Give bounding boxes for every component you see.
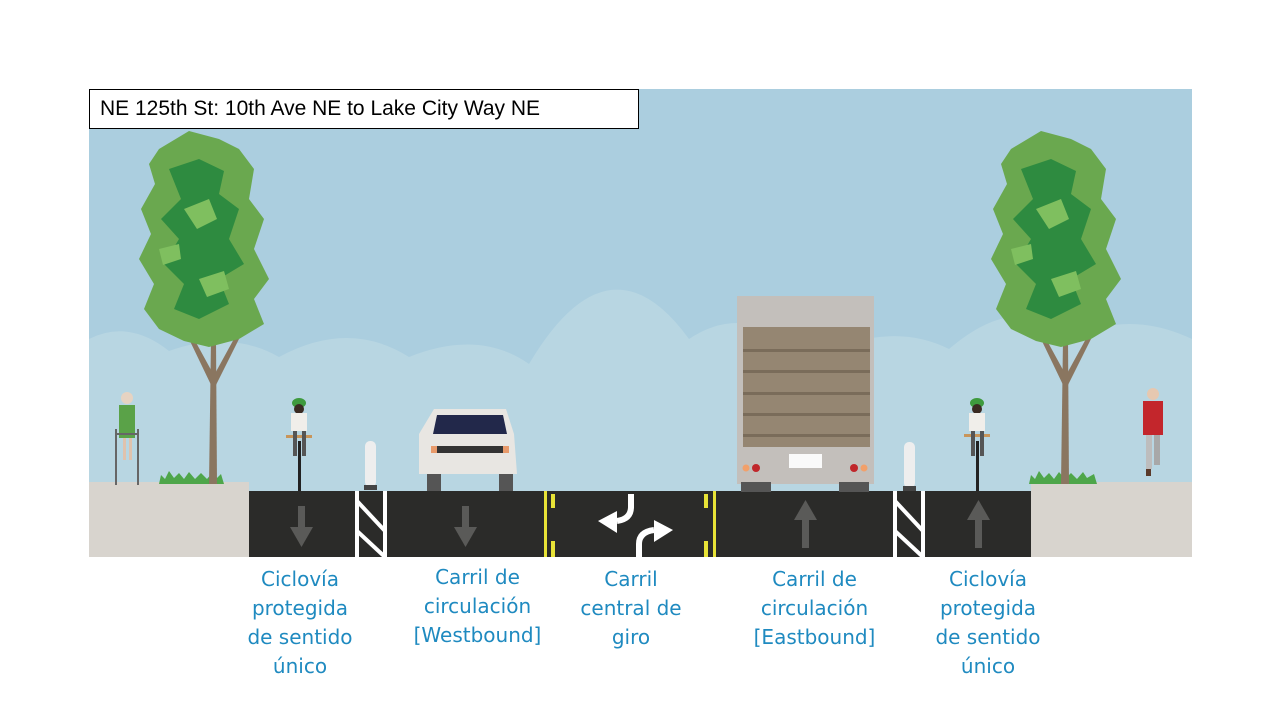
car-icon xyxy=(419,409,517,491)
page-title: NE 125th St: 10th Ave NE to Lake City Wa… xyxy=(100,97,541,120)
label-center-turn: Carril central de giro xyxy=(580,567,682,649)
pedestrian-walking-icon xyxy=(1143,388,1163,476)
left-sidewalk xyxy=(89,482,249,557)
label-bike-westbound: Ciclovía protegida de sentido único xyxy=(247,567,353,678)
street-cross-section xyxy=(89,89,1192,557)
label-travel-westbound: Carril de circulación [Westbound] xyxy=(413,565,542,647)
cyclist-icon xyxy=(286,398,312,491)
turn-arrowheads xyxy=(598,511,673,542)
arrow-up-icon xyxy=(794,500,817,548)
buffer-right-hatch xyxy=(893,491,925,557)
label-travel-eastbound: Carril de circulación [Eastbound] xyxy=(753,567,876,649)
flexpost-bollard-icon xyxy=(903,442,916,491)
clouds xyxy=(89,289,1192,557)
center-lane-lines xyxy=(544,491,716,557)
arrow-up-icon xyxy=(967,500,990,548)
two-way-turn-arrows-icon xyxy=(616,494,655,557)
box-truck-icon xyxy=(737,296,874,492)
buffer-left-hatch xyxy=(355,491,387,557)
title-box: NE 125th St: 10th Ave NE to Lake City Wa… xyxy=(89,89,639,129)
cyclist-icon xyxy=(964,398,990,491)
tree-icon xyxy=(991,131,1121,484)
label-bike-eastbound: Ciclovía protegida de sentido único xyxy=(935,567,1041,678)
planter-icon xyxy=(159,471,224,484)
right-sidewalk xyxy=(1031,482,1192,557)
arrow-down-icon xyxy=(290,506,313,547)
arrow-down-icon xyxy=(454,506,477,547)
flexpost-bollard-icon xyxy=(364,441,377,490)
tree-icon xyxy=(139,131,269,484)
pedestrian-with-walker-icon xyxy=(115,392,139,485)
